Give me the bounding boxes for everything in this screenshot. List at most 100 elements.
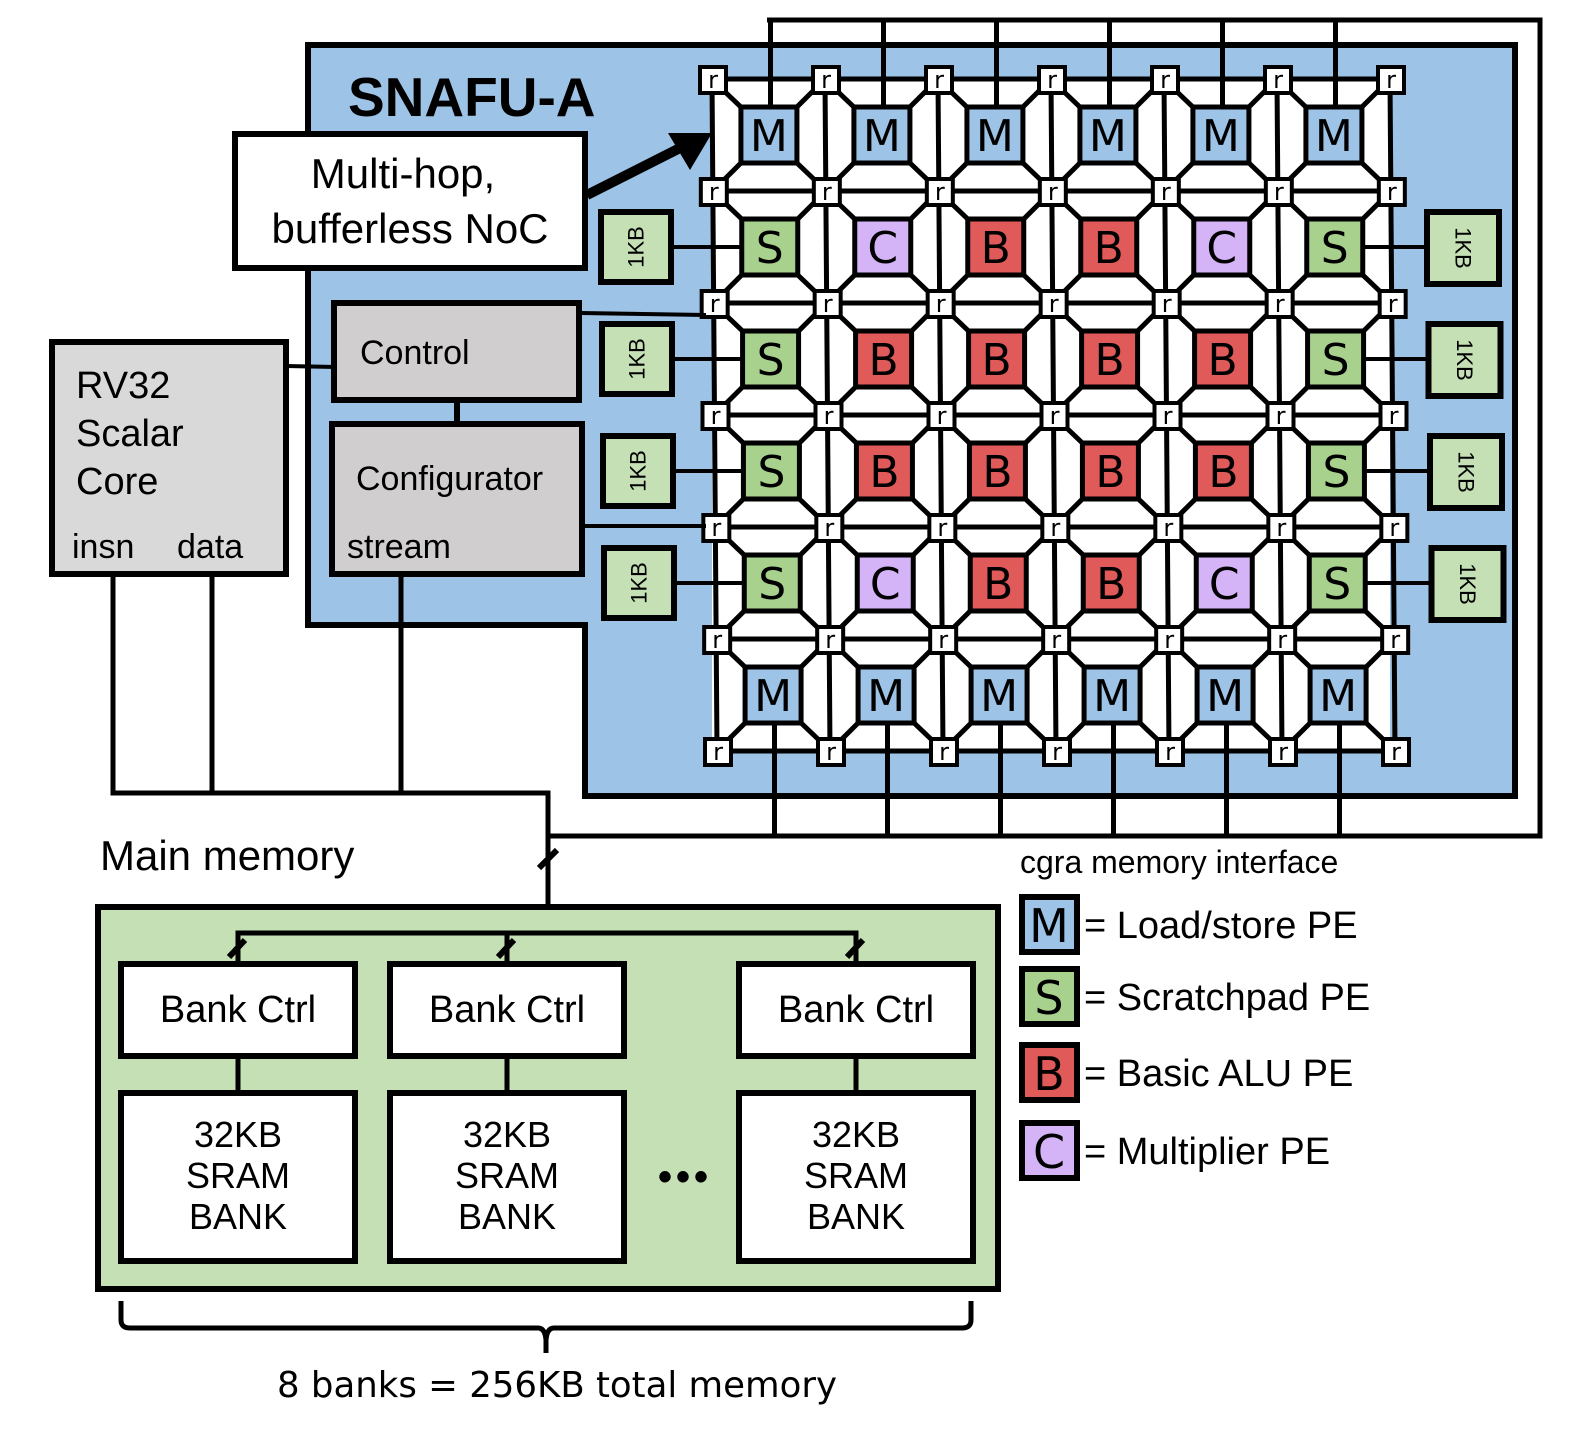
- pe-type-label: S: [1322, 447, 1350, 498]
- noc-cell: S: [1286, 199, 1384, 295]
- noc-cell: S: [1288, 535, 1386, 631]
- pe-type-label: S: [757, 335, 785, 386]
- pe-type-label: B: [1094, 335, 1124, 386]
- scratchpad-size-label: 1KB: [1454, 451, 1479, 493]
- router: r: [703, 737, 733, 767]
- noc-cell: C: [1175, 535, 1273, 631]
- pe-S: [1304, 216, 1366, 278]
- sram-bank-label: BANK: [807, 1196, 905, 1237]
- pe-type-label: S: [1322, 335, 1350, 386]
- router-label: r: [1048, 178, 1058, 206]
- router: r: [1379, 513, 1410, 543]
- pe-type-label: M: [1089, 111, 1127, 162]
- router-label: r: [1274, 178, 1284, 206]
- router: r: [1154, 625, 1185, 655]
- legend-item-B: B= Basic ALU PE: [1019, 1042, 1353, 1103]
- scratchpad-1kb-left: [599, 321, 675, 397]
- router-label: r: [1161, 178, 1171, 206]
- router: r: [1155, 737, 1185, 767]
- pe-type-label: B: [981, 335, 1011, 386]
- router-label: r: [709, 178, 719, 206]
- noc-cell: B: [1061, 423, 1160, 519]
- scratchpad-size-label: 1KB: [624, 226, 649, 268]
- legend-swatch: [1019, 966, 1080, 1027]
- sram-bank-label: 32KB: [194, 1114, 282, 1155]
- scratchpad-size-label: 1KB: [1452, 339, 1477, 381]
- pe-C: [854, 552, 916, 614]
- scratchpad-1kb-left: [600, 433, 676, 509]
- router-label: r: [934, 66, 944, 94]
- noc-cell: B: [834, 311, 933, 407]
- bus-width-tick-icon: [536, 847, 560, 871]
- router: r: [1152, 401, 1183, 431]
- pe-type-label: B: [1094, 223, 1124, 274]
- noc-cell: B: [947, 311, 1046, 407]
- pe-S: [739, 216, 801, 278]
- router: r: [1153, 513, 1184, 543]
- router-label: r: [1049, 290, 1059, 318]
- router: r: [1150, 177, 1181, 207]
- router: r: [929, 737, 959, 767]
- router: r: [1038, 289, 1069, 319]
- router: r: [699, 289, 730, 319]
- legend-label: = Load/store PE: [1084, 905, 1358, 947]
- pe-M: [1190, 104, 1252, 166]
- pe-B: [1078, 216, 1140, 278]
- router-label: r: [711, 514, 721, 542]
- pe-S: [1305, 328, 1367, 390]
- pe-type-label: B: [983, 559, 1013, 610]
- pe-type-label: B: [1096, 559, 1126, 610]
- pe-C: [1191, 216, 1253, 278]
- router: r: [1037, 177, 1068, 207]
- bank-ctrl-label: Bank Ctrl: [778, 989, 934, 1031]
- core-label-line-2: Scalar: [76, 413, 184, 455]
- pe-type-label: C: [867, 223, 898, 274]
- pe-type-label: C: [1206, 223, 1237, 274]
- router-label: r: [1275, 290, 1285, 318]
- pe-M: [855, 664, 917, 726]
- pe-legend: M= Load/store PES= Scratchpad PEB= Basic…: [1019, 894, 1370, 1181]
- pe-type-label: S: [1323, 559, 1351, 610]
- pe-type-label: M: [1093, 671, 1131, 722]
- router: r: [1040, 513, 1071, 543]
- pe-type-label: S: [758, 559, 786, 610]
- scratchpad-size-label: 1KB: [1451, 227, 1476, 269]
- router: r: [813, 401, 844, 431]
- rv32-scalar-core: [49, 339, 289, 577]
- pe-type-label: C: [870, 559, 901, 610]
- pe-M: [1077, 104, 1139, 166]
- router-label: r: [939, 738, 949, 766]
- legend-item-S: S= Scratchpad PE: [1019, 966, 1370, 1027]
- pe-type-label: B: [982, 447, 1012, 498]
- router-label: r: [1051, 626, 1061, 654]
- router-label: r: [1276, 514, 1286, 542]
- router-label: r: [1389, 514, 1399, 542]
- router-label: r: [1052, 738, 1062, 766]
- router-label: r: [1162, 290, 1172, 318]
- pe-B: [967, 552, 1029, 614]
- noc-cell: B: [1062, 535, 1160, 631]
- noc-cell: C: [1173, 199, 1271, 295]
- scratchpad-size-label: 1KB: [625, 338, 650, 380]
- router: r: [811, 177, 842, 207]
- router: r: [816, 737, 846, 767]
- router-label: r: [1163, 402, 1173, 430]
- pe-type-label: B: [981, 223, 1011, 274]
- pe-B: [1192, 328, 1254, 390]
- pe-type-label: S: [757, 447, 785, 498]
- router: r: [698, 65, 728, 95]
- stream-port-label: stream: [347, 528, 451, 566]
- router: r: [924, 177, 955, 207]
- router-label: r: [710, 290, 720, 318]
- scratchpad-1kb-right: [1428, 545, 1507, 623]
- router: r: [814, 513, 845, 543]
- router-label: r: [1163, 514, 1173, 542]
- sram-bank-label: SRAM: [455, 1155, 559, 1196]
- noc-cell: B: [1060, 311, 1159, 407]
- router: r: [701, 513, 732, 543]
- router: r: [812, 289, 843, 319]
- legend-label: = Basic ALU PE: [1084, 1053, 1353, 1095]
- router: r: [924, 65, 954, 95]
- router: r: [1265, 401, 1296, 431]
